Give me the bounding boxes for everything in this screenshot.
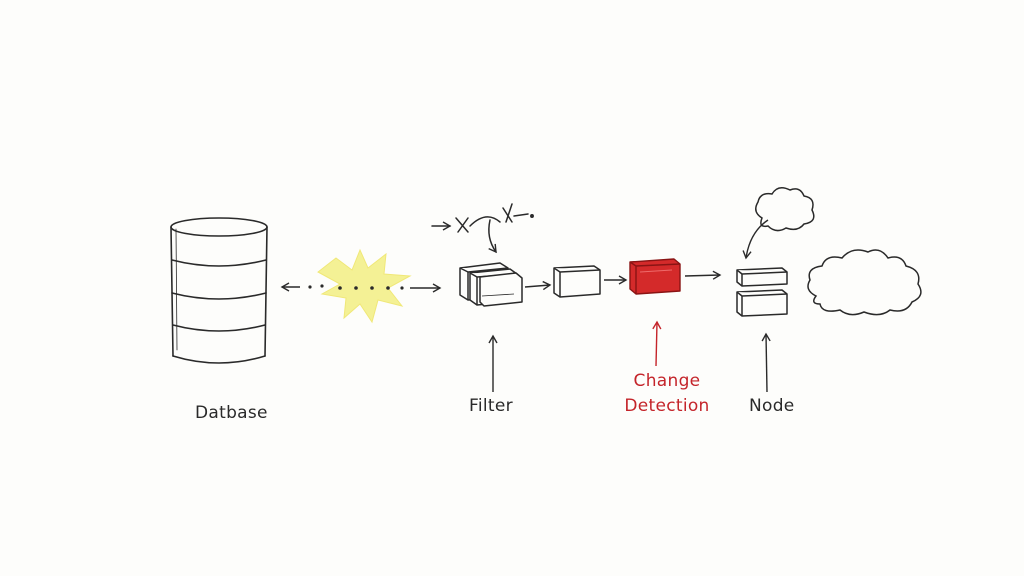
database-icon — [170, 217, 268, 364]
change-detection-label: Change Detection — [617, 369, 717, 419]
small-cloud-icon — [755, 187, 815, 232]
large-cloud-icon — [807, 249, 922, 316]
node-up-arrow — [761, 332, 771, 393]
filter-label: Filter — [469, 396, 513, 416]
database-label: Datbase — [195, 403, 268, 423]
change-up-arrow — [652, 320, 662, 367]
filter-boxes-icon — [459, 262, 523, 307]
process-box-icon — [553, 265, 601, 298]
change-label-line1: Change — [633, 371, 701, 391]
arrow-filter-to-box — [524, 280, 552, 291]
change-label-line2: Detection — [624, 396, 710, 416]
node-label: Node — [749, 396, 795, 416]
node-stack-icon — [736, 267, 788, 317]
squiggle-arrow-icon — [431, 203, 534, 254]
arrow-cloud-to-node — [742, 219, 769, 260]
spark-connector — [280, 248, 442, 324]
yellow-spark-icon — [317, 248, 412, 324]
arrow-change-to-node — [684, 270, 722, 280]
change-detection-box-icon — [629, 258, 681, 295]
